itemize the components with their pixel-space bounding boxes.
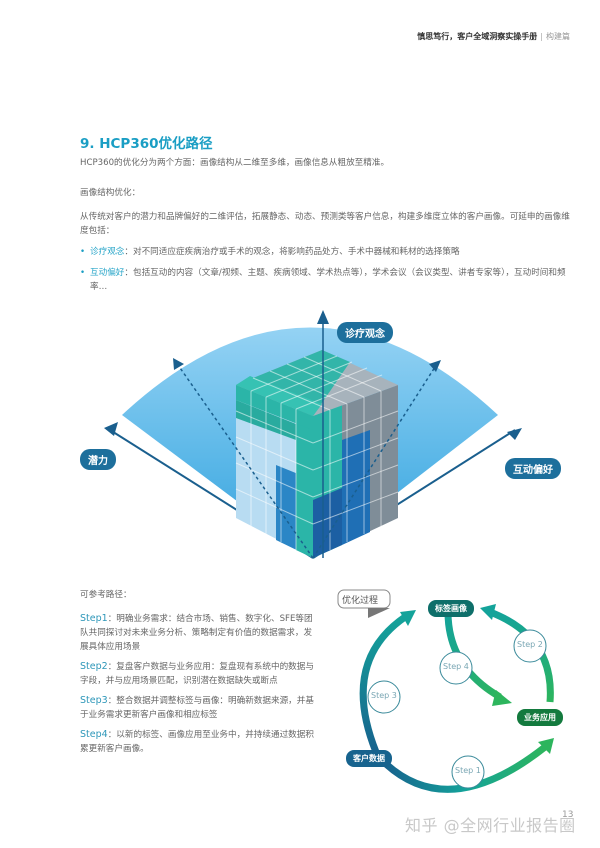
cube	[235, 350, 399, 558]
section-title: 9. HCP360优化路径	[80, 136, 213, 152]
step-text: ：复盘客户数据与业务应用：复盘现有系统中的数据与字段，并与应用场景匹配，识别潜在…	[80, 662, 314, 686]
step-circle-label-3: Step 3	[371, 691, 397, 700]
step-label: Step1	[80, 613, 108, 624]
step-label: Step2	[80, 661, 108, 672]
bullet-term: 诊疗观念	[90, 247, 125, 257]
steps-list: Step1：明确业务需求：结合市场、销售、数字化、SFE等团队共同探讨对未来业务…	[80, 612, 320, 762]
callout-label: 优化过程	[342, 596, 379, 606]
node-business-app: 业务应用	[517, 709, 563, 726]
bullet-text: ：对不同适应症疾病治疗或手术的观念，将影响药品处方、手术中器械和耗材的选择策略	[124, 247, 460, 257]
step-circle-4	[439, 651, 473, 685]
cycle-diagram	[337, 589, 554, 793]
step-label: Step3	[80, 695, 108, 706]
node-customer-data: 客户数据	[346, 750, 392, 767]
callout-box	[337, 589, 391, 618]
bullet-text: ：包括互动的内容（文章/视频、主题、疾病领域、学术热点等），学术会议（会议类型、…	[90, 268, 566, 292]
step-item: Step1：明确业务需求：结合市场、销售、数字化、SFE等团队共同探讨对未来业务…	[80, 612, 320, 654]
step-label: Step4	[80, 729, 108, 740]
step-circle-3	[367, 680, 401, 714]
header-title: 慎思笃行，客户全域洞察实操手册	[417, 32, 538, 41]
step-item: Step4：以新的标签、画像应用至业务中，并持续通过数据积累更新客户画像。	[80, 728, 320, 756]
intro-text: HCP360的优化分为两个方面：画像结构从二维至多维，画像信息从粗放至精准。	[80, 158, 390, 168]
running-header: 慎思笃行，客户全域洞察实操手册|构建篇	[417, 31, 570, 42]
reference-title: 可参考路径：	[80, 590, 132, 600]
step-item: Step2：复盘客户数据与业务应用：复盘现有系统中的数据与字段，并与应用场景匹配…	[80, 660, 320, 688]
subheading: 画像结构优化：	[80, 188, 141, 198]
cube-diagram	[104, 310, 522, 559]
step-item: Step3：整合数据并调整标签与画像：明确新数据来源，并基于业务需求更新客户画像…	[80, 694, 320, 722]
step-circle-2	[513, 629, 547, 663]
step-circle-1	[451, 755, 485, 789]
step-text: ：明确业务需求：结合市场、销售、数字化、SFE等团队共同探讨对未来业务分析、策略…	[80, 614, 313, 652]
axis-label-top: 诊疗观念	[337, 322, 393, 343]
step-text: ：整合数据并调整标签与画像：明确新数据来源，并基于业务需求更新客户画像和相应标签	[80, 696, 314, 720]
step-text: ：以新的标签、画像应用至业务中，并持续通过数据积累更新客户画像。	[80, 730, 314, 754]
header-section: 构建篇	[546, 32, 570, 41]
bullet-item: 诊疗观念：对不同适应症疾病治疗或手术的观念，将影响药品处方、手术中器械和耗材的选…	[80, 245, 570, 259]
node-tags-portrait: 标签画像	[428, 600, 474, 617]
step-circle-label-4: Step 4	[443, 662, 469, 671]
paragraph: 从传统对客户的潜力和品牌偏好的二维评估，拓展静态、动态、预测类等客户信息，构建多…	[80, 212, 570, 236]
step-circle-label-2: Step 2	[517, 640, 543, 649]
bullet-list: 诊疗观念：对不同适应症疾病治疗或手术的观念，将影响药品处方、手术中器械和耗材的选…	[80, 245, 570, 301]
page-number: 13	[562, 810, 574, 820]
bullet-term: 互动偏好	[90, 268, 125, 278]
bullet-item: 互动偏好：包括互动的内容（文章/视频、主题、疾病领域、学术热点等），学术会议（会…	[80, 266, 570, 294]
axis-label-right: 互动偏好	[505, 458, 561, 479]
step-circle-label-1: Step 1	[455, 766, 481, 775]
header-separator: |	[540, 32, 543, 41]
axis-label-left: 潜力	[80, 449, 116, 470]
watermark: 知乎 @全网行业报告圈	[405, 816, 576, 835]
